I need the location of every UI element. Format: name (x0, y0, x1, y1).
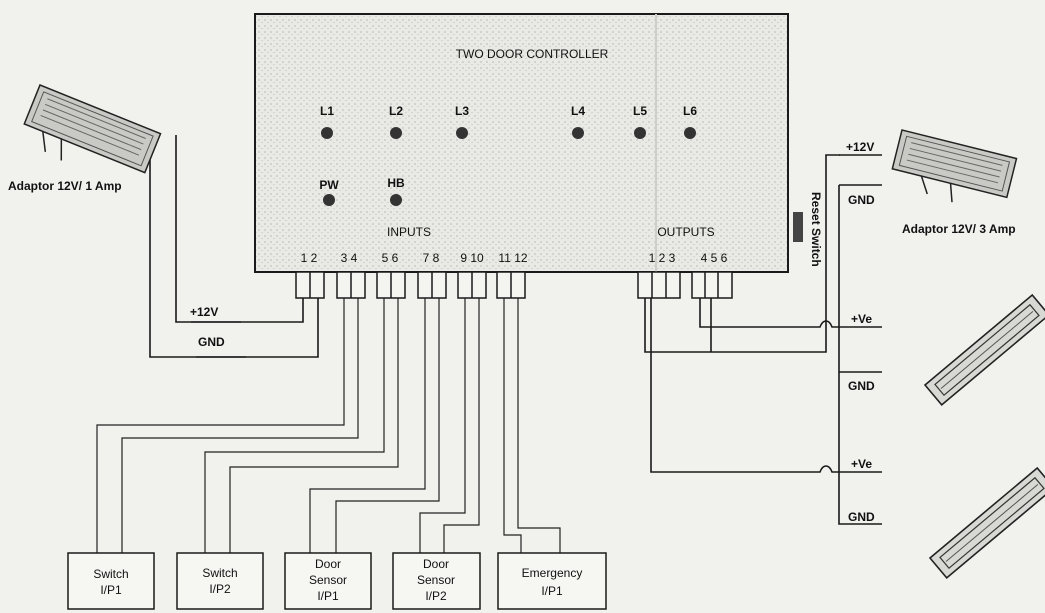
device-label: Switch (202, 566, 237, 580)
right-adaptor-icon (891, 129, 1018, 203)
device-label: Sensor (417, 573, 455, 587)
led-l2-icon (390, 127, 402, 139)
output-wires: +12V GND +Ve GND +Ve GND (644, 140, 882, 525)
lock2-plus-label: +Ve (851, 457, 872, 471)
device-label: Door (423, 557, 449, 571)
terminal-label: 9 10 (460, 251, 484, 265)
lock2-gnd-label: GND (848, 510, 875, 524)
controller-title: TWO DOOR CONTROLLER (456, 47, 609, 61)
led-l4-icon (572, 127, 584, 139)
device-label: I/P1 (317, 589, 339, 603)
device-label: Switch (93, 567, 128, 581)
reset-switch-icon[interactable] (793, 212, 803, 242)
input-device-wires (96, 298, 561, 553)
left-power-wires: +12V GND (149, 135, 319, 358)
terminal-label: 1 2 3 (649, 251, 676, 265)
device-emergency-ip1 (497, 552, 607, 610)
input-connectors (295, 271, 526, 299)
led-l3-icon (456, 127, 468, 139)
outputs-label: OUTPUTS (657, 225, 714, 239)
magnetic-lock-1-icon (923, 293, 1045, 407)
terminal-label: 4 5 6 (701, 251, 728, 265)
led-l5-icon (634, 127, 646, 139)
device-label: Emergency (522, 566, 583, 580)
device-label: Door (315, 557, 341, 571)
terminal-label: 7 8 (423, 251, 440, 265)
controller-box: TWO DOOR CONTROLLER L1 L2 L3 L4 L5 L6 PW… (254, 13, 823, 273)
terminal-label: 5 6 (382, 251, 399, 265)
left-gnd-label: GND (198, 335, 225, 349)
device-label: I/P1 (100, 583, 122, 597)
device-label: Sensor (309, 573, 347, 587)
left-adaptor-icon (23, 84, 162, 174)
reset-switch-label: Reset Switch (809, 192, 823, 267)
terminal-label: 11 12 (498, 251, 527, 265)
led-hb-icon (390, 194, 402, 206)
magnetic-lock-2-icon (928, 466, 1045, 580)
left-adaptor-label: Adaptor 12V/ 1 Amp (8, 179, 122, 193)
output-connectors (637, 271, 733, 299)
device-door-sensor-ip1 (284, 552, 372, 610)
input-devices: Switch I/P1 Switch I/P2 Door Sensor I/P1… (67, 552, 607, 610)
device-label: I/P2 (209, 582, 231, 596)
device-door-sensor-ip2 (392, 552, 481, 610)
device-switch-ip1 (67, 552, 155, 610)
right-gnd-label: GND (848, 193, 875, 207)
left-plus-label: +12V (190, 305, 218, 319)
led-label-l6: L6 (683, 104, 697, 118)
status-label-hb: HB (387, 176, 405, 190)
device-label: I/P2 (425, 589, 447, 603)
led-l1-icon (321, 127, 333, 139)
led-label-l2: L2 (389, 104, 403, 118)
led-l6-icon (684, 127, 696, 139)
inputs-label: INPUTS (387, 225, 431, 239)
device-label: I/P1 (541, 584, 563, 598)
terminal-label: 3 4 (341, 251, 358, 265)
led-pw-icon (323, 194, 335, 206)
led-label-l3: L3 (455, 104, 469, 118)
terminal-label: 1 2 (301, 251, 318, 265)
lock1-plus-label: +Ve (851, 312, 872, 326)
right-plus-label: +12V (846, 140, 874, 154)
led-label-l4: L4 (571, 104, 585, 118)
device-switch-ip2 (176, 552, 264, 610)
lock1-gnd-label: GND (848, 379, 875, 393)
right-adaptor-label: Adaptor 12V/ 3 Amp (902, 222, 1016, 236)
led-label-l1: L1 (320, 104, 334, 118)
status-label-pw: PW (319, 178, 339, 192)
led-label-l5: L5 (633, 104, 647, 118)
